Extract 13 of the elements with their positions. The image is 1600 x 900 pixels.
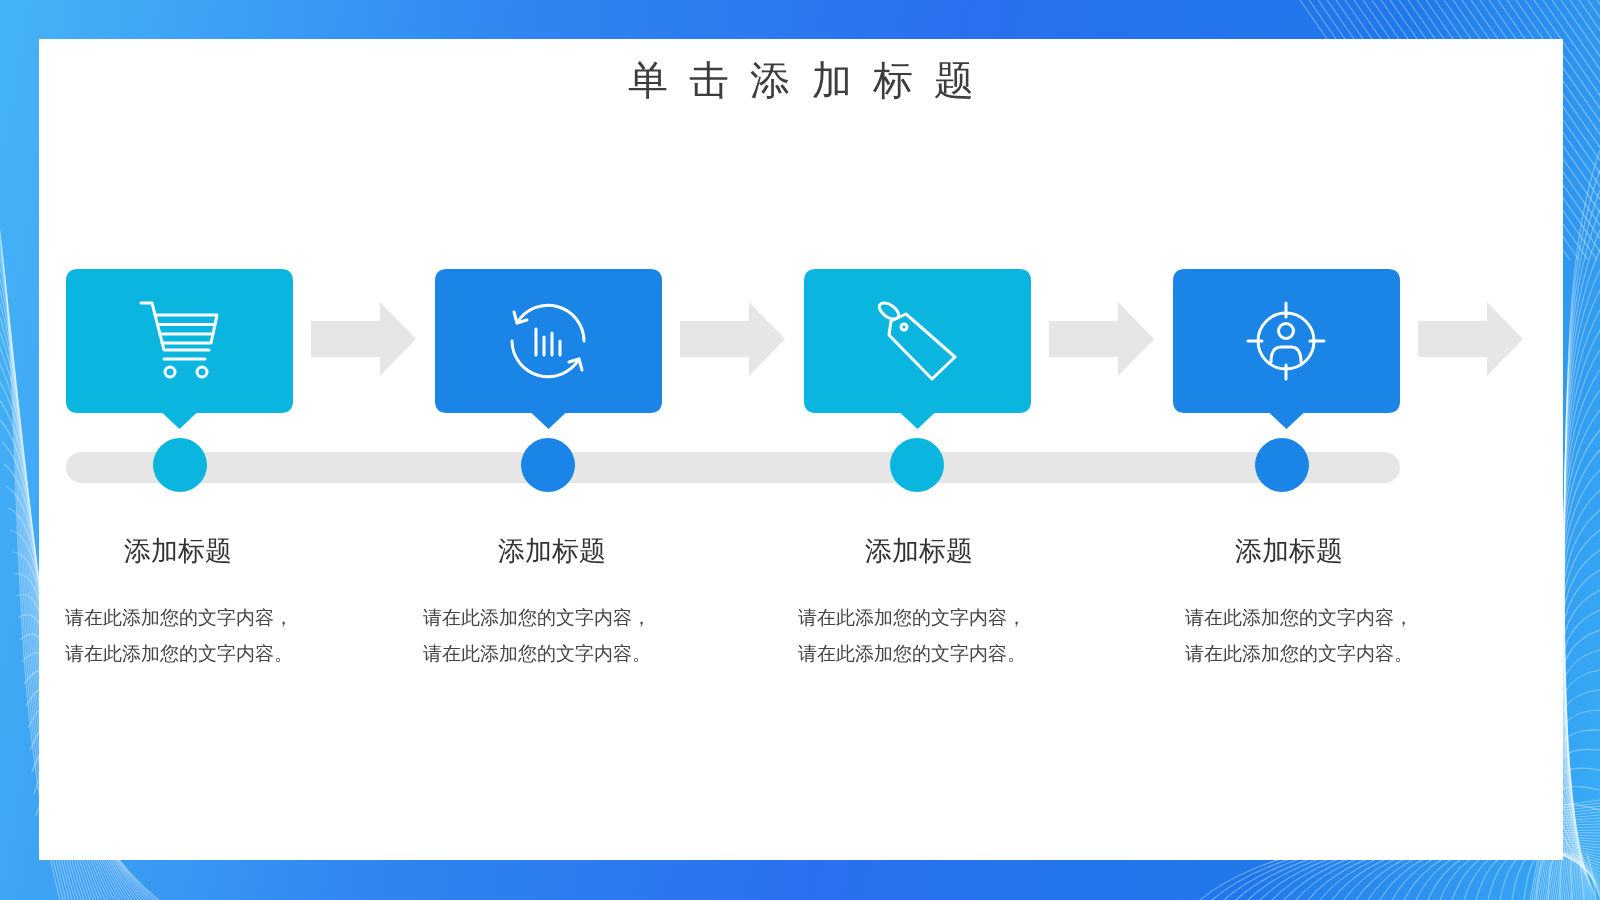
block-arrow [680, 302, 785, 376]
block-arrow [311, 302, 416, 376]
step-description: 请在此添加您的文字内容，请在此添加您的文字内容。 [798, 606, 1027, 666]
step-description: 请在此添加您的文字内容，请在此添加您的文字内容。 [1185, 606, 1414, 666]
block-arrow [1049, 302, 1154, 376]
step-heading: 添加标题 [865, 535, 973, 568]
block-arrow [1418, 302, 1523, 376]
step-heading: 添加标题 [1235, 535, 1343, 568]
step-description: 请在此添加您的文字内容，请在此添加您的文字内容。 [65, 606, 294, 666]
step-description: 请在此添加您的文字内容，请在此添加您的文字内容。 [423, 606, 652, 666]
step-heading: 添加标题 [124, 535, 232, 568]
title: 单击添加标题 [627, 57, 996, 104]
step-heading: 添加标题 [498, 535, 606, 568]
